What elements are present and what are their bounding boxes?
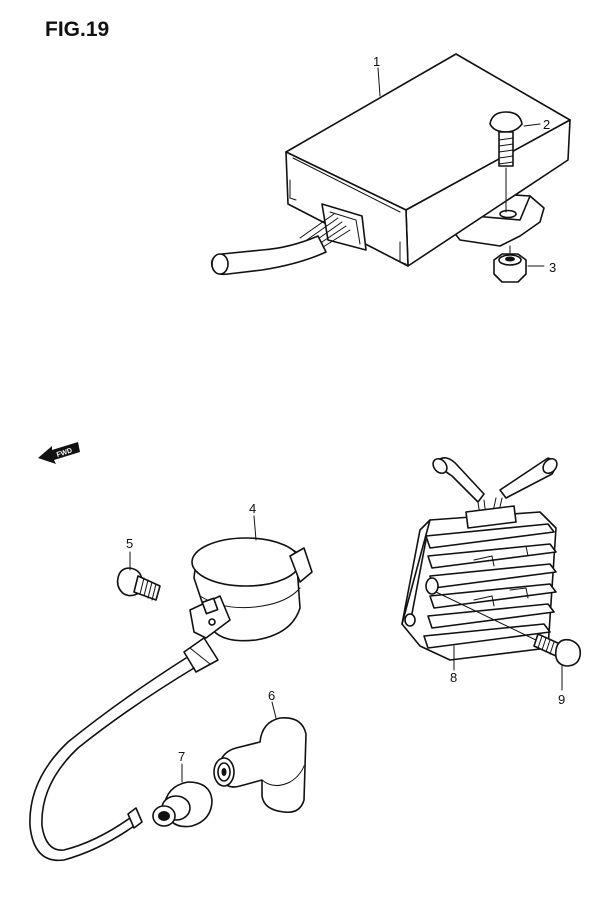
callout-7: 7 [178, 749, 185, 764]
callout-4: 4 [249, 501, 256, 516]
regulator-rectifier [401, 457, 558, 661]
callout-labels: 1 2 3 4 5 6 7 8 9 [126, 54, 565, 764]
callout-6: 6 [268, 688, 275, 703]
ignitor-unit [210, 53, 571, 276]
mounting-screw [489, 111, 523, 213]
coil-bolt [116, 567, 161, 601]
spark-plug-cap [213, 717, 307, 814]
callout-9: 9 [558, 692, 565, 707]
nut [493, 245, 527, 283]
ignition-coil [183, 537, 313, 673]
callout-3: 3 [549, 260, 556, 275]
fwd-arrow-label: FWD [56, 447, 73, 459]
callout-1: 1 [373, 54, 380, 69]
callout-leaders [129, 67, 563, 783]
regulator-screw [533, 633, 582, 667]
ht-lead [29, 657, 195, 862]
callout-2: 2 [543, 117, 550, 132]
fwd-arrow: FWD [38, 442, 80, 464]
figure-title: FIG.19 [45, 18, 109, 41]
callout-5: 5 [126, 536, 133, 551]
callout-8: 8 [450, 670, 457, 685]
cap-seal [152, 781, 213, 828]
